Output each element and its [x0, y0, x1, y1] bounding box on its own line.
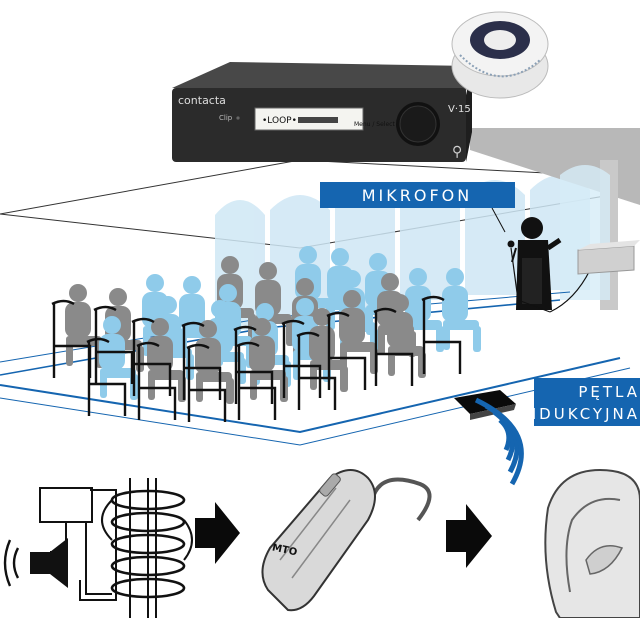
- label-loop-line1: PĘTLA: [578, 383, 640, 401]
- hearing-aid-switch-label: MTO: [271, 542, 298, 558]
- hearing-loop-icon: ⚲: [452, 144, 462, 160]
- loudspeaker-icon: [3, 538, 68, 588]
- audience: [50, 246, 481, 424]
- label-mikrofon: MIKROFON: [362, 186, 473, 205]
- loop-amplifier-device: contacta Clip •LOOP• Menu / Select V·15 …: [172, 62, 472, 162]
- speaker-at-lectern: [507, 217, 591, 313]
- arrow-right-icon: [195, 502, 240, 564]
- device-clip-label: Clip: [219, 114, 233, 122]
- device-brand: contacta: [178, 94, 226, 107]
- device-model: V·15: [448, 104, 471, 115]
- label-loop-line2: INDUKCYJNA: [518, 405, 640, 423]
- device-menu-label: Menu / Select: [354, 121, 395, 128]
- ear-icon: [544, 468, 640, 619]
- cable-spool: [451, 11, 549, 99]
- mikrofon-label: MIKROFON: [320, 182, 515, 233]
- device-display: •LOOP•: [262, 116, 297, 126]
- coil-circuit: [39, 478, 193, 618]
- loop-label: PĘTLA INDUKCYJNA: [518, 378, 640, 426]
- arrow-right-icon: [446, 504, 492, 568]
- microphone-icon: [507, 240, 515, 248]
- magnetic-waves-icon: [474, 397, 524, 486]
- hearing-aid: MTO: [261, 469, 432, 612]
- wall-amplifier: [577, 240, 640, 275]
